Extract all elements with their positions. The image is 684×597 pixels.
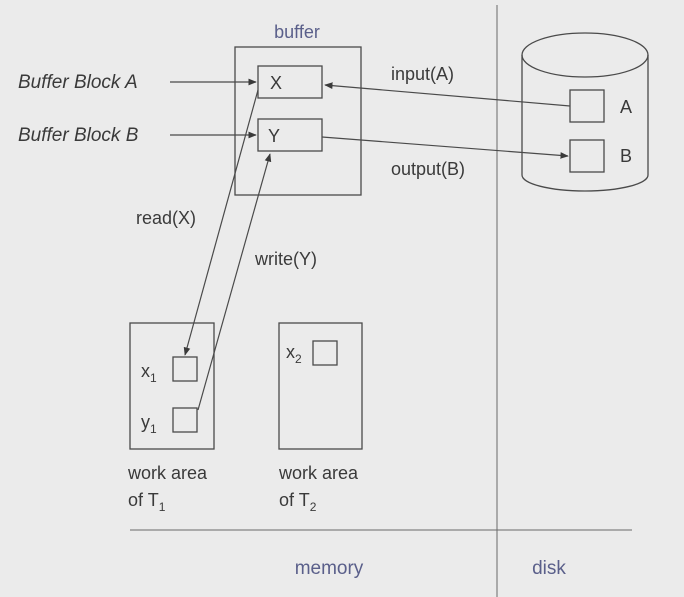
output-arrow (321, 136, 569, 159)
memory-section-label: memory (295, 558, 364, 579)
buffer-box (234, 46, 362, 196)
disk-cylinder (521, 55, 649, 192)
buffer-block-y (257, 118, 323, 152)
buffer-block-a-label: Buffer Block A (18, 72, 138, 93)
work-area-t1-y-box (172, 407, 198, 433)
work-area-t1-caption-line1: work area (127, 463, 208, 483)
write-label: write(Y) (254, 249, 317, 269)
disk-block-b-label: B (620, 146, 632, 166)
work-area-t1-caption-line2: of T1 (128, 490, 166, 514)
disk-block-b (569, 139, 605, 173)
disk-section-label: disk (532, 558, 566, 579)
work-area-t1-x-box (172, 356, 198, 382)
read-arrow (183, 89, 259, 356)
work-area-t2-caption-line1: work area (278, 463, 359, 483)
disk-block-a (569, 89, 605, 123)
disk-block-a-label: A (620, 97, 632, 117)
work-area-t1-x-var: x1 (141, 361, 157, 385)
input-arrow (324, 82, 571, 107)
work-area-t2-caption-line2: of T2 (279, 490, 317, 514)
write-arrow (197, 153, 272, 411)
buffer-block-x (257, 65, 323, 99)
work-area-t2 (278, 322, 363, 450)
work-area-t2-x-var: x2 (286, 342, 302, 366)
output-label: output(B) (391, 159, 465, 179)
buffer-block-x-label: X (270, 73, 282, 93)
buffer-title: buffer (274, 22, 320, 42)
work-area-t2-x-box (312, 340, 338, 366)
read-label: read(X) (136, 208, 196, 228)
buffer-block-b-label: Buffer Block B (18, 125, 139, 146)
work-area-t1 (129, 322, 215, 450)
disk-cylinder-top (521, 32, 649, 78)
work-area-t1-y-var: y1 (141, 412, 157, 436)
input-label: input(A) (391, 64, 454, 84)
buffer-block-y-label: Y (268, 126, 280, 146)
